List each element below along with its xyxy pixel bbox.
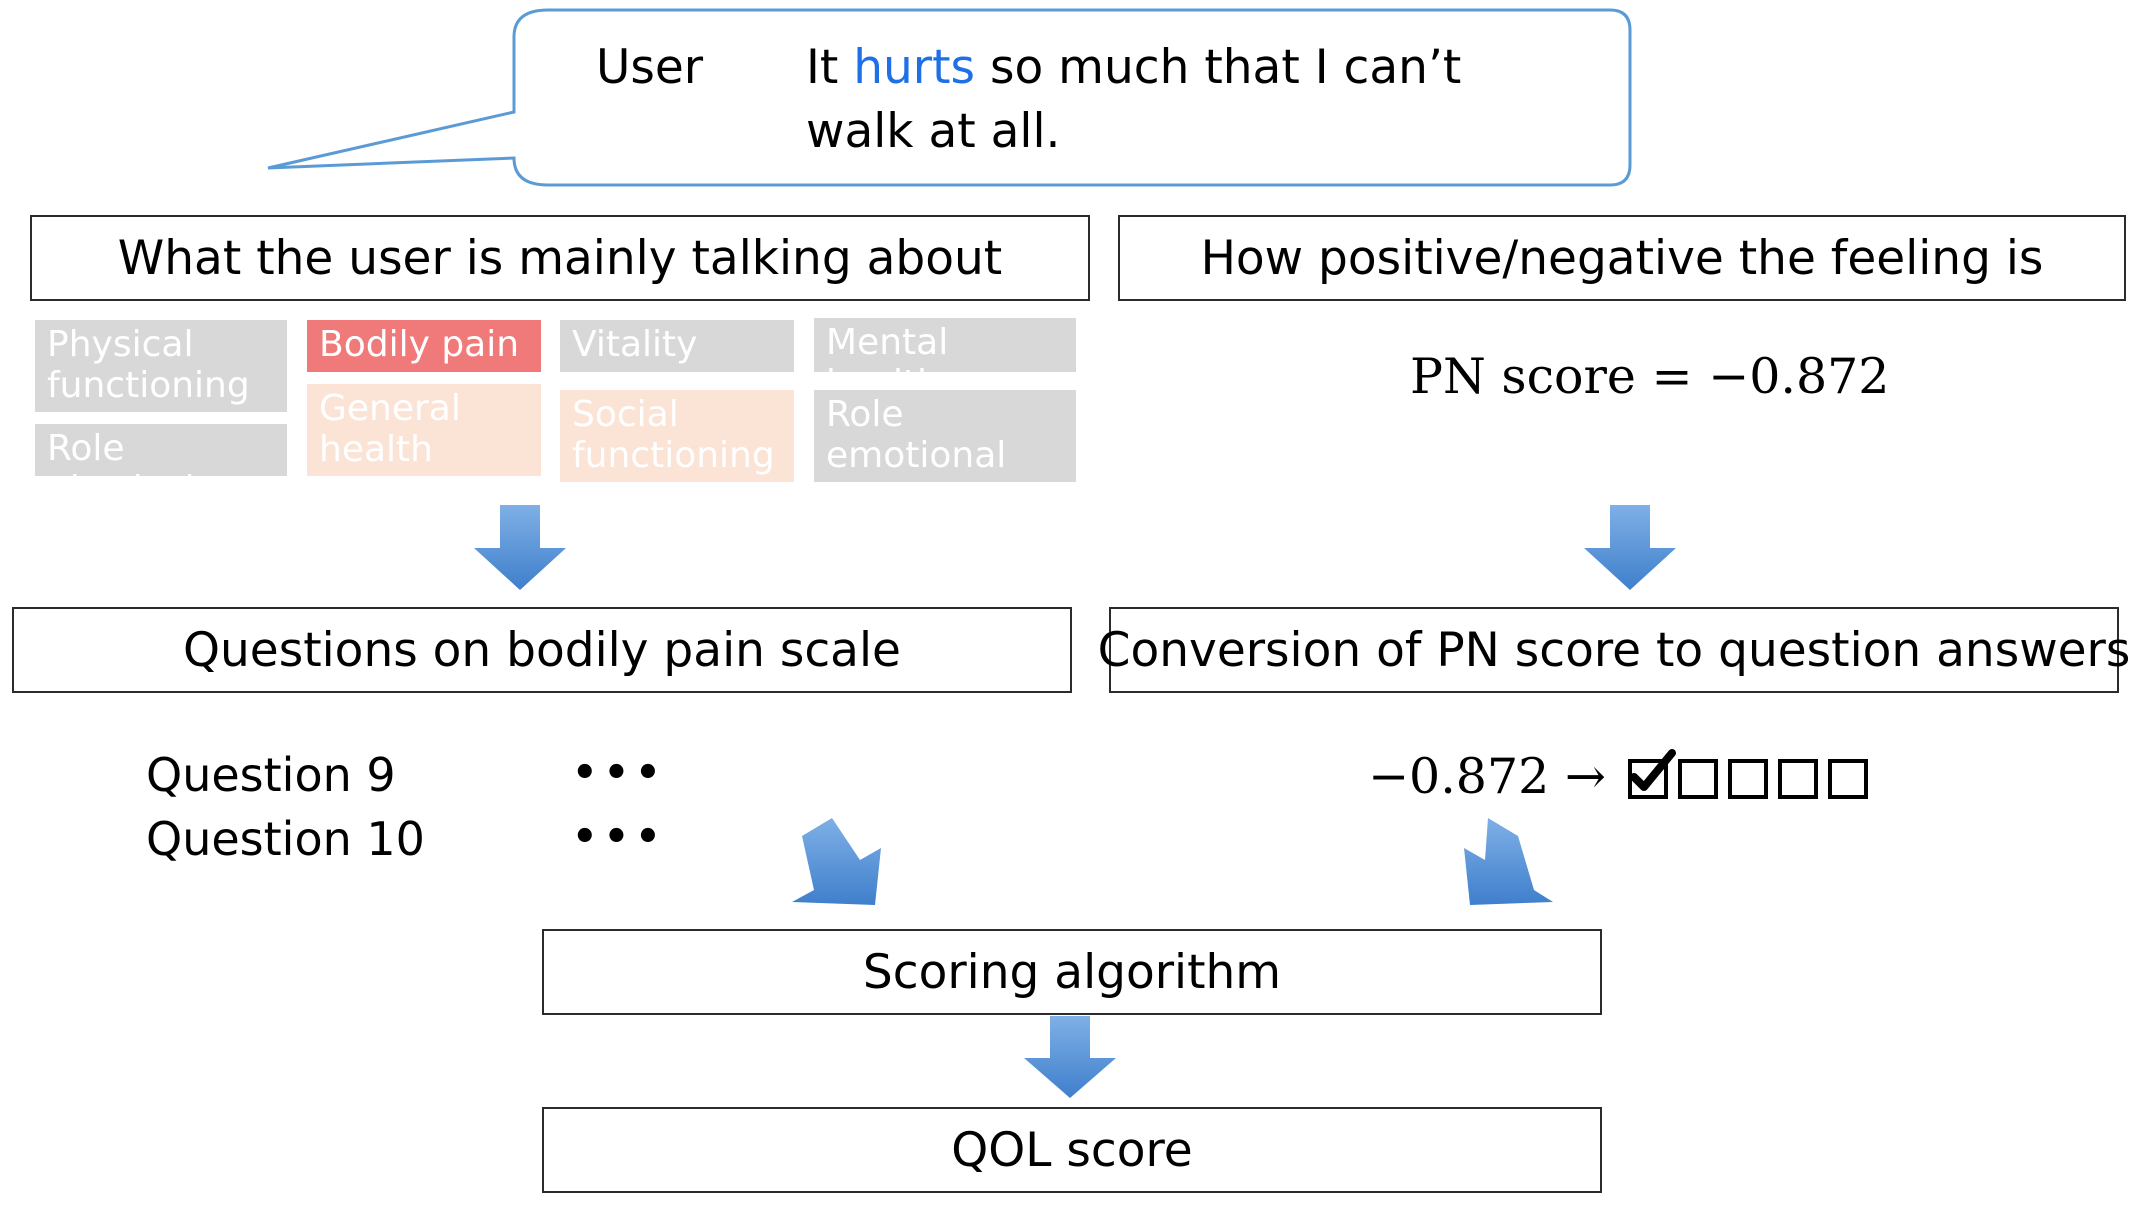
diagonal-arrow-right <box>1464 818 1553 905</box>
checkbox-empty <box>1828 759 1868 799</box>
question-label: Question 10 <box>146 812 425 866</box>
diagonal-arrow-left <box>792 818 881 905</box>
question-answer-dots: ••• <box>572 814 667 860</box>
speaker-label: User <box>596 40 704 95</box>
checkmark-icon <box>1630 749 1676 791</box>
scale-tile-bodily-pain: Bodily pain <box>307 320 541 372</box>
scale-tile-physical-functioning: Physical functioning <box>35 320 287 412</box>
scale-tile-role-emotional: Role emotional <box>814 390 1076 482</box>
scale-tile-vitality: Vitality <box>560 320 794 372</box>
scale-tile-general-health: General health <box>307 384 541 476</box>
checkbox-checked <box>1628 749 1676 799</box>
scale-tile-social-functioning: Social functioning <box>560 390 794 482</box>
questions-box: Questions on bodily pain scale <box>12 607 1072 693</box>
scale-tile-role-physical: Role physical <box>35 424 287 476</box>
down-arrow-left <box>474 505 566 590</box>
conversion-box: Conversion of PN score to question answe… <box>1098 607 2130 693</box>
scale-tile-mental-health: Mental health <box>814 318 1076 372</box>
qol-score-box: QOL score <box>542 1107 1602 1193</box>
conversion-value: −0.872 → <box>1368 748 1606 805</box>
down-arrow-right <box>1584 505 1676 590</box>
checkbox-empty <box>1778 759 1818 799</box>
scoring-algorithm-box: Scoring algorithm <box>542 929 1602 1015</box>
utterance-highlight: hurts <box>853 40 976 95</box>
question-answer-dots: ••• <box>572 750 667 796</box>
topic-header-box: What the user is mainly talking about <box>30 215 1090 301</box>
user-utterance-line2: walk at all. <box>806 104 1061 159</box>
sentiment-header-box: How positive/negative the feeling is <box>1118 215 2126 301</box>
utterance-before: It <box>806 40 854 95</box>
question-label: Question 9 <box>146 748 396 802</box>
down-arrow-bottom <box>1024 1016 1116 1098</box>
checkbox-empty <box>1678 759 1718 799</box>
pn-score-formula: PN score = −0.872 <box>1410 348 1890 405</box>
speech-bubble-outline <box>267 8 1632 187</box>
user-utterance: It hurts so much that I can’t <box>806 36 1461 100</box>
checkbox-empty <box>1728 759 1768 799</box>
answer-options <box>1628 749 1888 803</box>
utterance-after: so much that I can’t <box>975 40 1462 95</box>
